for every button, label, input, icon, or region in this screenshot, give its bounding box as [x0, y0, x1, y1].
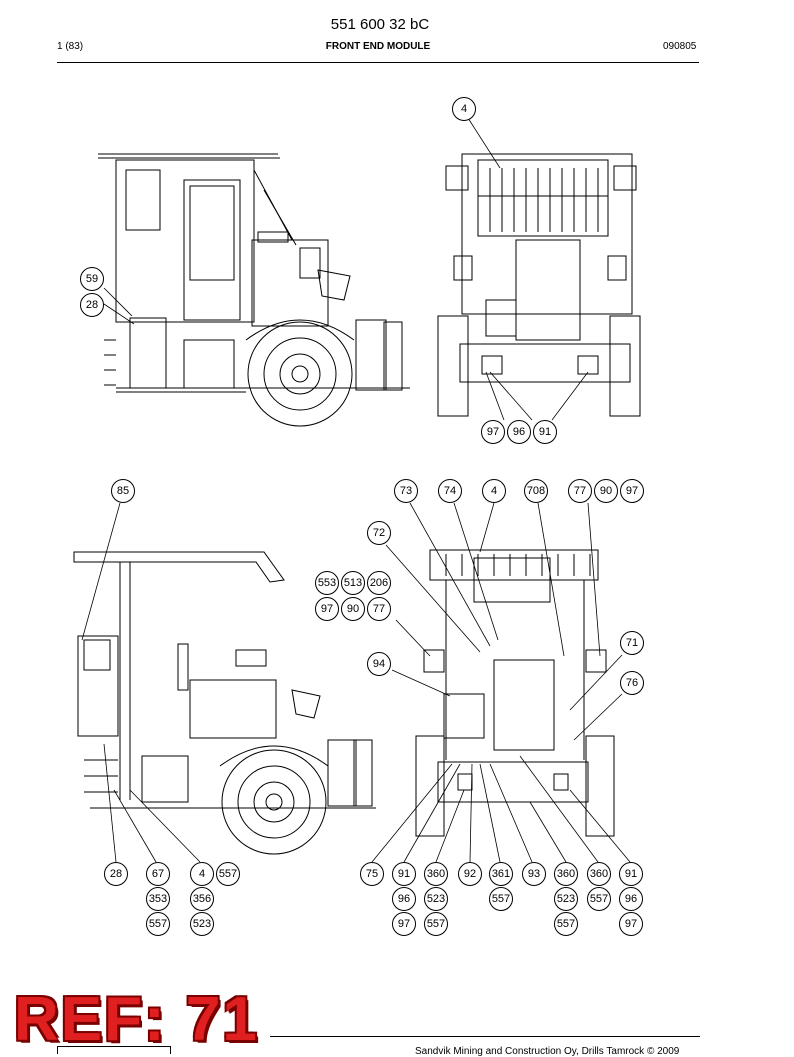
- callout-557-a: 557: [216, 862, 240, 886]
- callout-28-top: 28: [80, 293, 104, 317]
- callout-360-b: 360: [554, 862, 578, 886]
- document-number: 551 600 32 bC: [330, 16, 430, 33]
- callout-523-c: 523: [554, 887, 578, 911]
- callout-73: 73: [394, 479, 418, 503]
- callout-93: 93: [522, 862, 546, 886]
- document-date: 090805: [663, 41, 697, 52]
- callout-557-e: 557: [424, 912, 448, 936]
- callout-77-b: 77: [367, 597, 391, 621]
- callout-71: 71: [620, 631, 644, 655]
- callout-557-f: 557: [554, 912, 578, 936]
- callout-28-bot: 28: [104, 862, 128, 886]
- callout-206: 206: [367, 571, 391, 595]
- callout-67: 67: [146, 862, 170, 886]
- callout-557-c: 557: [489, 887, 513, 911]
- callout-353: 353: [146, 887, 170, 911]
- canopy-front-view: [415, 549, 615, 837]
- callout-74: 74: [438, 479, 462, 503]
- callout-59: 59: [80, 267, 104, 291]
- callout-97-mid: 97: [620, 479, 644, 503]
- callout-91-r: 91: [619, 862, 643, 886]
- section-title: FRONT END MODULE: [325, 41, 431, 52]
- callout-72: 72: [367, 521, 391, 545]
- company-logo: [57, 1046, 171, 1054]
- callout-4-mid: 4: [482, 479, 506, 503]
- callout-85: 85: [111, 479, 135, 503]
- callout-360-c: 360: [587, 862, 611, 886]
- callout-513: 513: [341, 571, 365, 595]
- callout-90-b: 90: [341, 597, 365, 621]
- callout-96-bot: 96: [392, 887, 416, 911]
- callout-96-r: 96: [619, 887, 643, 911]
- footer-rule: [270, 1036, 700, 1037]
- callout-92: 92: [458, 862, 482, 886]
- callout-4-bot: 4: [190, 862, 214, 886]
- leader-lines: [81, 117, 631, 863]
- copyright-text: Sandvik Mining and Construction Oy, Dril…: [415, 1046, 680, 1057]
- ref-stamp: REF: 71: [14, 985, 259, 1054]
- cab-side-view: [98, 153, 410, 427]
- callout-91-bot: 91: [392, 862, 416, 886]
- page-number: 1 (83): [57, 41, 84, 52]
- callout-360-a: 360: [424, 862, 448, 886]
- callout-94: 94: [367, 652, 391, 676]
- callout-97-top: 97: [481, 420, 505, 444]
- callout-90-mid: 90: [594, 479, 618, 503]
- canopy-side-view: [73, 551, 376, 855]
- callout-97-b: 97: [315, 597, 339, 621]
- callout-523-a: 523: [190, 912, 214, 936]
- callout-91-top: 91: [533, 420, 557, 444]
- header-rule: [57, 62, 699, 63]
- callout-557-b: 557: [146, 912, 170, 936]
- cab-front-view: [437, 153, 641, 417]
- callout-76: 76: [620, 671, 644, 695]
- callout-557-d: 557: [587, 887, 611, 911]
- callout-361: 361: [489, 862, 513, 886]
- callout-77-mid: 77: [568, 479, 592, 503]
- callout-75: 75: [360, 862, 384, 886]
- callout-553: 553: [315, 571, 339, 595]
- callout-4-top: 4: [452, 97, 476, 121]
- callout-708: 708: [524, 479, 548, 503]
- callout-97-r: 97: [619, 912, 643, 936]
- callout-97-bot: 97: [392, 912, 416, 936]
- callout-523-b: 523: [424, 887, 448, 911]
- callout-356: 356: [190, 887, 214, 911]
- callout-96-top: 96: [507, 420, 531, 444]
